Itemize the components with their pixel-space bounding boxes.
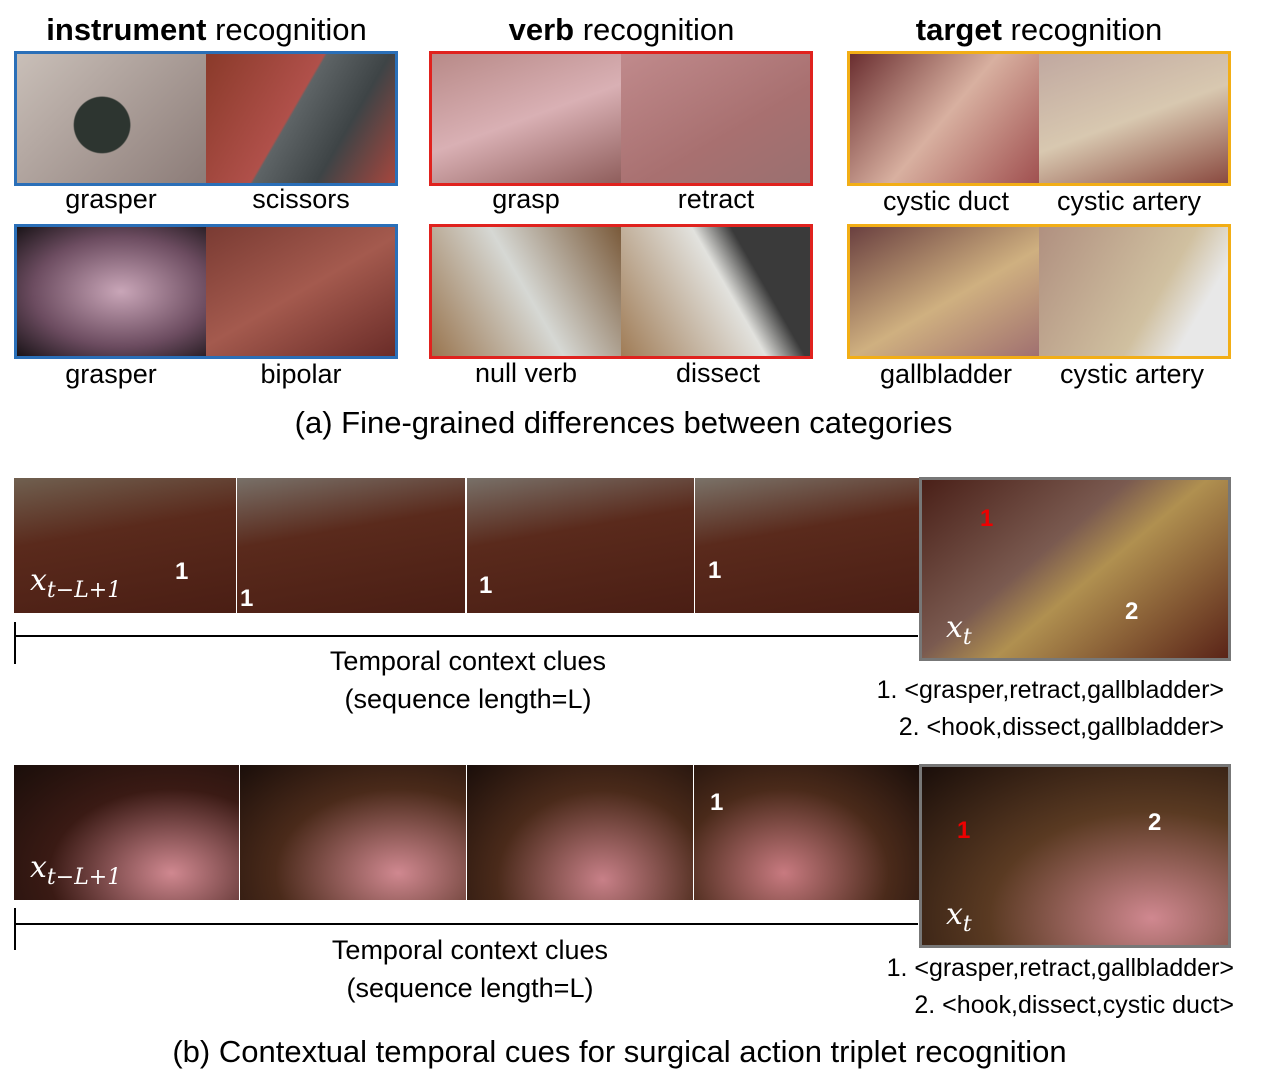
label: scissors xyxy=(252,184,350,214)
surgical-image xyxy=(1039,227,1228,356)
sequence-length-label: (sequence length=L) xyxy=(344,684,592,714)
video-frame xyxy=(694,765,919,900)
caption-b: (b) Contextual temporal cues for surgica… xyxy=(172,1034,1067,1069)
video-frame xyxy=(240,765,466,900)
instrument-recognition-title: instrument recognition xyxy=(46,12,367,47)
triplet-label: 1. <grasper,retract,gallbladder> xyxy=(886,954,1234,982)
label: grasper xyxy=(65,184,157,214)
temporal-context-label: Temporal context clues xyxy=(329,646,607,676)
video-frame xyxy=(14,765,239,900)
arrow-marker: 1 xyxy=(240,585,254,612)
surgical-image xyxy=(206,227,395,356)
surgical-image xyxy=(17,227,206,356)
surgical-image xyxy=(432,54,621,183)
target-example-1 xyxy=(847,51,1231,186)
arrow-marker: 1 xyxy=(980,505,994,532)
arrow-marker: 1 xyxy=(479,572,493,599)
start-frame-label: xt−L+1 xyxy=(30,850,122,890)
video-frame xyxy=(695,478,919,613)
caption-a: (a) Fine-grained differences between cat… xyxy=(294,405,953,440)
surgical-image xyxy=(1039,54,1228,183)
label: cystic duct xyxy=(882,186,1010,216)
arrow-marker: 1 xyxy=(957,817,971,844)
arrow-marker: 1 xyxy=(175,558,189,585)
temporal-context-label: Temporal context clues xyxy=(331,935,609,965)
label: bipolar xyxy=(260,359,342,389)
instrument-example-1 xyxy=(14,51,398,186)
target-example-2 xyxy=(847,224,1231,359)
verb-recognition-title: verb recognition xyxy=(508,12,735,47)
label: cystic artery xyxy=(1059,359,1205,389)
video-frame xyxy=(14,478,236,613)
current-frame xyxy=(919,477,1231,661)
current-frame xyxy=(919,764,1231,948)
surgical-image xyxy=(621,54,810,183)
arrow-marker: 2 xyxy=(1125,598,1139,625)
arrow-marker: 2 xyxy=(1148,809,1162,836)
label: grasp xyxy=(492,184,560,214)
video-frame xyxy=(467,765,693,900)
sequence-length-label: (sequence length=L) xyxy=(346,973,594,1003)
triplet-label: 2. <hook,dissect,gallbladder> xyxy=(898,713,1224,741)
verb-example-2 xyxy=(429,224,813,359)
surgical-image xyxy=(621,227,810,356)
surgical-image xyxy=(432,227,621,356)
surgical-image xyxy=(850,227,1039,356)
target-recognition-title: target recognition xyxy=(915,12,1163,47)
current-frame-label: xt xyxy=(946,610,972,650)
instrument-example-2 xyxy=(14,224,398,359)
arrow-marker: 1 xyxy=(708,557,722,584)
arrow-tick xyxy=(14,622,16,664)
surgical-image xyxy=(206,54,395,183)
start-frame-label: xt−L+1 xyxy=(30,563,122,603)
label: gallbladder xyxy=(879,359,1013,389)
label: retract xyxy=(677,184,755,214)
triplet-label: 1. <grasper,retract,gallbladder> xyxy=(876,676,1224,704)
label: cystic artery xyxy=(1056,186,1202,216)
sequence-arrow xyxy=(14,923,918,925)
verb-example-1 xyxy=(429,51,813,186)
video-frame xyxy=(237,478,465,613)
label: dissect xyxy=(675,358,761,388)
arrow-tick xyxy=(14,908,16,950)
surgical-image xyxy=(17,54,206,183)
surgical-image xyxy=(850,54,1039,183)
triplet-label: 2. <hook,dissect,cystic duct> xyxy=(914,991,1234,1019)
arrow-marker: 1 xyxy=(710,789,724,816)
current-frame-label: xt xyxy=(946,897,972,937)
label: grasper xyxy=(65,359,157,389)
sequence-arrow xyxy=(14,635,918,637)
label: null verb xyxy=(474,358,578,388)
video-frame xyxy=(467,478,694,613)
